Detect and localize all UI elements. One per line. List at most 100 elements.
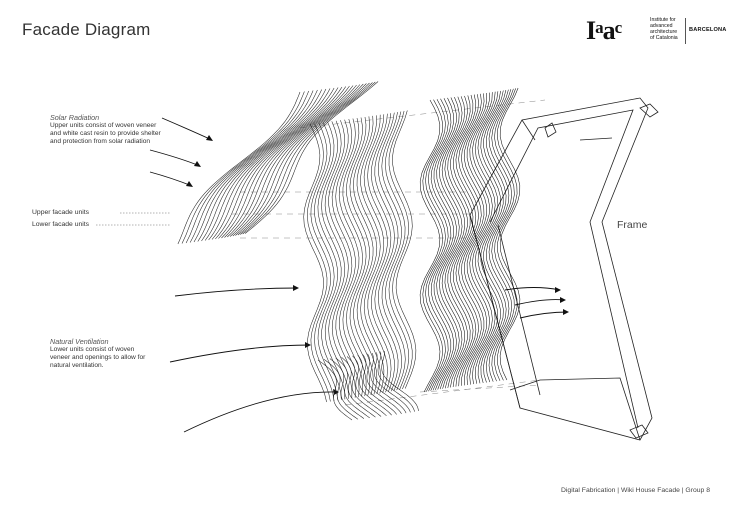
woven-strand: [458, 94, 479, 387]
woven-strand: [329, 358, 365, 419]
woven-strand: [374, 352, 411, 413]
woven-strand: [232, 83, 364, 237]
iaac-logo: Iaac Institute for advanced architecture…: [586, 16, 726, 50]
woven-strand: [342, 118, 367, 397]
woven-strand: [307, 123, 331, 402]
woven-strand: [317, 359, 353, 421]
woven-strand: [480, 90, 501, 383]
frame-label: Frame: [617, 219, 648, 231]
assembled-facade-units: [419, 87, 521, 393]
woven-strand: [356, 115, 381, 394]
solar-radiation-body: Upper units consist of woven veneer and …: [50, 122, 161, 145]
footer-credit: Digital Fabrication | Wiki House Facade …: [561, 487, 710, 494]
woven-strand: [474, 91, 496, 384]
woven-strand: [244, 81, 379, 234]
woven-strand: [381, 112, 406, 391]
woven-strand: [201, 88, 327, 242]
logo-line: advanced: [650, 23, 673, 29]
woven-strand: [430, 98, 452, 391]
woven-strand: [463, 93, 485, 386]
woven-strand: [237, 82, 370, 236]
woven-strand: [346, 117, 371, 396]
woven-strand: [321, 121, 346, 400]
frame-structure: [469, 97, 659, 441]
woven-strand: [197, 89, 322, 242]
woven-strand: [317, 121, 342, 400]
woven-strand: [422, 99, 444, 392]
woven-strand: [374, 113, 399, 392]
natural-ventilation-body: Lower units consist of woven veneer and …: [50, 346, 146, 369]
woven-strand: [177, 91, 301, 245]
woven-strand: [466, 92, 488, 386]
woven-strand: [488, 89, 510, 382]
natural-ventilation-heading: Natural Ventilation: [50, 337, 109, 346]
woven-strand: [362, 354, 397, 415]
upper-facade-units-label: Upper facade units: [32, 209, 90, 216]
woven-strand: [447, 95, 468, 388]
woven-strand: [485, 90, 507, 383]
logo-institute-text: Institute for advanced architecture of C…: [650, 17, 690, 41]
woven-strand: [370, 352, 407, 414]
woven-strand: [477, 91, 499, 384]
woven-strand: [240, 82, 373, 235]
woven-strand: [366, 353, 402, 414]
woven-strand: [218, 86, 347, 239]
arrow-heads: [186, 135, 569, 395]
woven-strand: [338, 118, 363, 397]
woven-strand: [469, 92, 490, 385]
woven-strand: [388, 110, 413, 390]
woven-strand: [181, 91, 305, 244]
upper-facade-units-solar: [177, 81, 379, 245]
woven-strand: [224, 85, 354, 238]
woven-strand: [428, 98, 449, 391]
natural-ventilation-note: Natural Ventilation Lower units consist …: [50, 338, 154, 370]
woven-strand: [360, 115, 385, 394]
woven-strand: [370, 113, 395, 392]
woven-strand: [310, 122, 335, 401]
woven-strand: [499, 87, 521, 381]
woven-strand: [211, 87, 339, 240]
page-title: Facade Diagram: [22, 20, 151, 39]
woven-strand: [367, 114, 392, 393]
logo-line: architecture: [650, 29, 678, 35]
woven-strand: [472, 92, 493, 385]
woven-strand: [204, 88, 331, 241]
woven-strand: [221, 85, 350, 239]
woven-strand: [314, 122, 339, 401]
woven-strand: [193, 89, 318, 243]
label-leader-lines: [96, 212, 170, 226]
woven-strand: [497, 88, 518, 381]
woven-strand: [235, 83, 367, 236]
woven-strand: [444, 96, 466, 389]
woven-strand: [441, 96, 463, 389]
woven-strand: [324, 120, 349, 399]
woven-strand: [227, 84, 357, 238]
woven-strand: [381, 351, 419, 412]
woven-strand: [363, 114, 388, 393]
solar-radiation-note: Solar Radiation Upper units consist of w…: [50, 114, 168, 146]
woven-strand: [378, 112, 402, 391]
logo-line: Institute for: [650, 17, 676, 23]
woven-strand: [450, 95, 471, 388]
woven-strand: [331, 119, 356, 398]
logo-wordmark: Iaac: [586, 16, 622, 45]
woven-strand: [433, 97, 454, 391]
woven-strand: [461, 93, 482, 386]
woven-strand: [483, 90, 504, 383]
woven-strand: [208, 87, 335, 241]
woven-strand: [439, 96, 460, 390]
middle-facade-units: [303, 110, 417, 403]
woven-strand: [353, 116, 378, 395]
woven-strand: [189, 90, 314, 243]
woven-strand: [242, 81, 376, 235]
woven-strand: [215, 86, 343, 240]
woven-strand: [328, 120, 353, 399]
woven-strand: [455, 94, 477, 387]
woven-strand: [494, 88, 515, 381]
solar-radiation-heading: Solar Radiation: [50, 113, 100, 122]
woven-strand: [491, 89, 512, 382]
logo-divider: [685, 18, 686, 44]
woven-strand: [346, 356, 382, 417]
woven-strand: [335, 119, 360, 398]
